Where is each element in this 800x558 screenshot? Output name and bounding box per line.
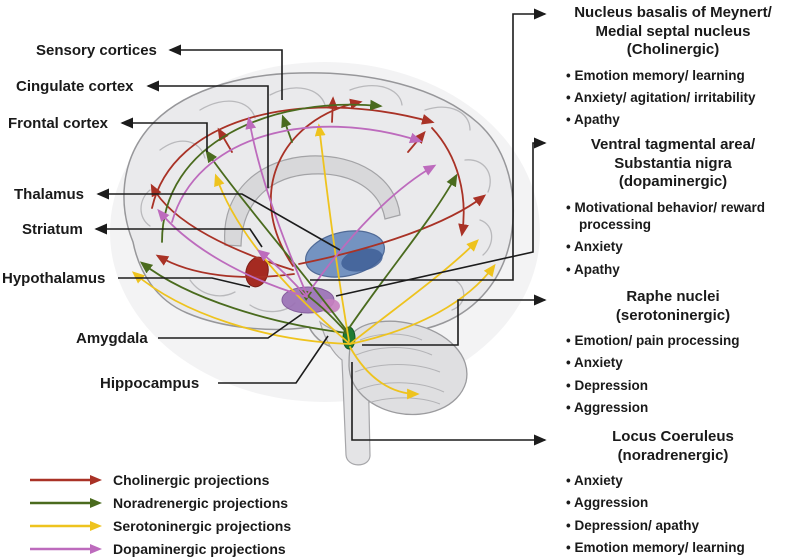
connector-locus-coeruleus bbox=[351, 362, 547, 446]
panel-bullet: Anxiety bbox=[566, 472, 796, 489]
label-amygdala: Amygdala bbox=[76, 330, 148, 347]
cholinergic-arrow-icon bbox=[30, 474, 102, 485]
label-cingulate-cortex: Cingulate cortex bbox=[16, 78, 134, 95]
panel-bullet: Anxiety bbox=[566, 238, 796, 255]
panel-nucleus-basalis: Nucleus basalis of Meynert/ Medial septa… bbox=[550, 4, 796, 134]
label-hypothalamus: Hypothalamus bbox=[2, 270, 106, 287]
panel-bullet: Aggression bbox=[566, 494, 796, 511]
connector-amygdala bbox=[158, 313, 303, 339]
projection-legend: Cholinergic projections Noradrenergic pr… bbox=[28, 468, 291, 558]
panel-bullet: Emotion memory/ learning bbox=[566, 539, 796, 556]
panel-bullet-list: Motivational behavior/ reward processing… bbox=[550, 199, 796, 278]
label-thalamus: Thalamus bbox=[14, 186, 85, 203]
dopaminergic-arrow-icon bbox=[30, 543, 102, 554]
panel-bullet-list: Emotion/ pain processing Anxiety Depress… bbox=[550, 332, 796, 416]
noradrenergic-pathways bbox=[139, 99, 458, 334]
dopaminergic-pathways bbox=[157, 116, 437, 298]
connector-hippocampus bbox=[218, 335, 329, 384]
connector-nucleus-basalis bbox=[310, 8, 547, 281]
panel-bullet-list: Emotion memory/ learning Anxiety/ agitat… bbox=[550, 67, 796, 129]
legend-label: Dopaminergic projections bbox=[113, 540, 286, 557]
panel-bullet: Aggression bbox=[566, 399, 796, 416]
panel-bullet: Emotion memory/ learning bbox=[566, 67, 796, 84]
connector-raphe-nuclei bbox=[362, 294, 547, 346]
panel-bullet: Apathy bbox=[566, 111, 796, 128]
panel-locus-coeruleus: Locus Coeruleus (noradrenergic) Anxiety … bbox=[550, 428, 796, 558]
panel-title: Nucleus basalis of Meynert/ Medial septa… bbox=[574, 4, 772, 59]
noradrenergic-arrow-icon bbox=[30, 497, 102, 508]
panel-bullet: Anxiety/ agitation/ irritability bbox=[566, 89, 796, 106]
connector-sensory-cortices bbox=[168, 44, 283, 100]
label-striatum: Striatum bbox=[22, 221, 83, 238]
panel-bullet: Depression/ apathy bbox=[566, 517, 796, 534]
serotoninergic-arrow-icon bbox=[30, 520, 102, 531]
legend-item-noradrenergic: Noradrenergic projections bbox=[28, 491, 291, 514]
legend-item-cholinergic: Cholinergic projections bbox=[28, 468, 291, 491]
legend-item-serotoninergic: Serotoninergic projections bbox=[28, 514, 291, 537]
panel-bullet-list: Anxiety Aggression Depression/ apathy Em… bbox=[550, 472, 796, 556]
panel-bullet: Motivational behavior/ reward processing bbox=[566, 199, 796, 234]
legend-item-dopaminergic: Dopaminergic projections bbox=[28, 537, 291, 558]
connector-thalamus bbox=[96, 188, 341, 251]
connector-striatum bbox=[94, 223, 263, 248]
panel-bullet: Depression bbox=[566, 377, 796, 394]
connector-hypothalamus bbox=[118, 277, 251, 288]
panel-title: Raphe nuclei (serotoninergic) bbox=[615, 288, 731, 324]
legend-label: Serotoninergic projections bbox=[113, 517, 292, 534]
panel-bullet: Apathy bbox=[566, 261, 796, 278]
panel-bullet: Emotion/ pain processing bbox=[566, 332, 796, 349]
panel-raphe-nuclei: Raphe nuclei (serotoninergic) Emotion/ p… bbox=[550, 288, 796, 421]
panel-connector-lines bbox=[310, 8, 547, 446]
legend-label: Noradrenergic projections bbox=[113, 494, 289, 511]
serotoninergic-pathways bbox=[131, 123, 496, 400]
legend-label: Cholinergic projections bbox=[113, 471, 270, 488]
thalamus-inner-blob bbox=[341, 248, 383, 272]
panel-vta-substantia-nigra: Ventral tagmental area/ Substantia nigra… bbox=[550, 136, 796, 283]
connector-cingulate-cortex bbox=[146, 80, 269, 188]
label-frontal-cortex: Frontal cortex bbox=[8, 115, 109, 132]
panel-title: Locus Coeruleus (noradrenergic) bbox=[612, 428, 734, 464]
label-sensory-cortices: Sensory cortices bbox=[36, 42, 157, 59]
connector-frontal-cortex bbox=[120, 117, 208, 152]
panel-bullet: Anxiety bbox=[566, 354, 796, 371]
connector-vta-substantia-nigra bbox=[335, 137, 547, 297]
panel-title: Ventral tagmental area/ Substantia nigra… bbox=[590, 136, 756, 191]
label-hippocampus: Hippocampus bbox=[100, 375, 200, 392]
label-connector-lines bbox=[94, 44, 341, 384]
